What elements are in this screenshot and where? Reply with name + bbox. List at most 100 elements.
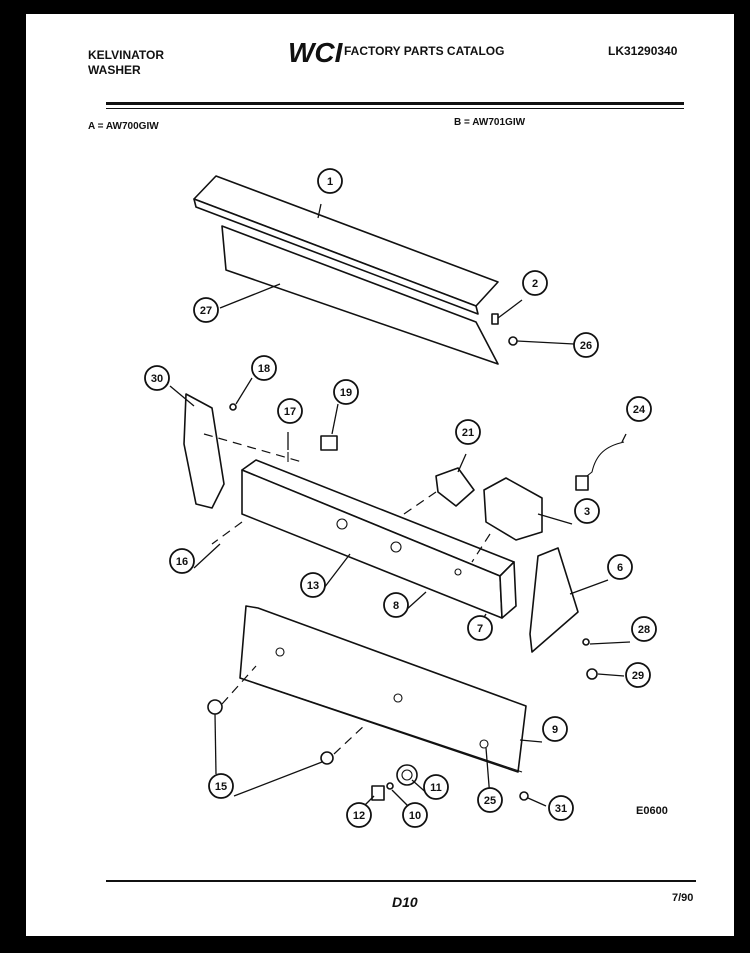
callout-26: 26 <box>573 332 599 358</box>
callout-28-label: 28 <box>638 624 650 636</box>
brand-block: KELVINATOR WASHER <box>88 48 164 78</box>
part-10-spring <box>386 782 394 790</box>
callout-26-label: 26 <box>580 340 592 352</box>
part-15-button-a <box>207 699 223 715</box>
callout-7: 7 <box>467 615 493 641</box>
exploded-parts-diagram: 1 2 26 27 30 18 19 17 21 24 3 16 13 8 7 … <box>144 168 657 828</box>
callout-6: 6 <box>607 554 633 580</box>
part-31-clip <box>519 791 529 801</box>
footer-rule <box>106 880 696 882</box>
appliance-type: WASHER <box>88 63 141 77</box>
catalog-code: LK31290340 <box>608 44 678 58</box>
callout-19: 19 <box>333 379 359 405</box>
catalog-title: FACTORY PARTS CATALOG <box>344 44 505 58</box>
part-1-top-trim-face <box>193 198 479 315</box>
assembly-line-3 <box>471 533 491 563</box>
panel-hole-2 <box>393 693 403 703</box>
callout-15-label: 15 <box>215 781 227 793</box>
leader-19 <box>331 403 339 435</box>
part-24-wire-harness <box>581 441 625 481</box>
part-9-control-panel <box>239 605 527 773</box>
part-12-knob-insert <box>371 785 385 801</box>
leader-2 <box>497 299 523 319</box>
leader-31 <box>527 797 547 807</box>
part-27-back-plate <box>221 225 499 365</box>
part-19-switch <box>320 435 338 451</box>
leader-18 <box>235 377 253 405</box>
part-26-screw <box>508 336 518 346</box>
callout-31-label: 31 <box>555 803 567 815</box>
assembly-line-5 <box>221 665 257 705</box>
callout-12-label: 12 <box>353 810 365 822</box>
leader-24 <box>621 433 627 443</box>
leader-15a <box>214 713 217 775</box>
leader-6 <box>569 579 609 595</box>
callout-19-label: 19 <box>340 387 352 399</box>
part-21-selector-switch <box>435 467 475 507</box>
leader-8 <box>405 591 427 611</box>
callout-17-label: 17 <box>284 406 296 418</box>
wci-logo-text: WCI <box>288 37 344 68</box>
brand-name: KELVINATOR <box>88 48 165 62</box>
callout-10: 10 <box>402 802 428 828</box>
assembly-line-1 <box>203 433 303 463</box>
leader-1 <box>317 203 322 219</box>
callout-18-label: 18 <box>258 363 270 375</box>
leader-26 <box>516 340 575 345</box>
part-28-screw <box>582 638 590 646</box>
callout-8: 8 <box>383 592 409 618</box>
callout-2: 2 <box>522 270 548 296</box>
callout-25: 25 <box>477 787 503 813</box>
header-rule-thin <box>106 108 684 109</box>
leader-16 <box>193 543 221 569</box>
callout-25-label: 25 <box>484 795 496 807</box>
assembly-line-4 <box>211 521 243 545</box>
callout-3: 3 <box>574 498 600 524</box>
part-3-timer <box>483 477 543 541</box>
callout-27-label: 27 <box>200 305 212 317</box>
model-b: B = AW701GIW <box>454 117 526 128</box>
callout-1-label: 1 <box>327 176 333 188</box>
callout-30: 30 <box>144 365 170 391</box>
part-13-console-end <box>499 561 517 619</box>
callout-11: 11 <box>423 774 449 800</box>
panel-hole-1 <box>275 647 285 657</box>
part-9-panel-edge <box>239 677 523 773</box>
callout-1: 1 <box>317 168 343 194</box>
console-hole-3 <box>454 568 462 576</box>
part-6-end-cap <box>529 547 579 653</box>
callout-3-label: 3 <box>584 506 590 518</box>
callout-24-label: 24 <box>633 404 646 416</box>
callout-24: 24 <box>626 396 652 422</box>
assembly-line-6 <box>333 723 367 755</box>
header-rule <box>106 102 684 105</box>
callout-13: 13 <box>300 572 326 598</box>
wci-logo: WCI <box>288 37 344 68</box>
figure-code: E0600 <box>636 805 668 817</box>
page-code: D10 <box>392 894 418 910</box>
part-15-button-b <box>320 751 334 765</box>
callout-15: 15 <box>208 773 234 799</box>
leader-27 <box>219 283 281 309</box>
leader-10 <box>391 789 409 807</box>
part-29-clip <box>586 668 598 680</box>
callout-17: 17 <box>277 398 303 424</box>
catalog-page: KELVINATOR WASHER WCI FACTORY PARTS CATA… <box>26 14 734 936</box>
panel-hole-3 <box>479 739 489 749</box>
callout-31: 31 <box>548 795 574 821</box>
leader-15b <box>233 761 323 797</box>
part-24-plug <box>575 475 589 491</box>
callout-12: 12 <box>346 802 372 828</box>
callout-6-label: 6 <box>617 562 623 574</box>
callout-16-label: 16 <box>176 556 188 568</box>
callout-13-label: 13 <box>307 580 319 592</box>
part-2-clip <box>491 313 499 325</box>
model-a: A = AW700GIW <box>88 121 159 132</box>
leader-3 <box>537 513 573 525</box>
callout-29: 29 <box>625 662 651 688</box>
callout-29-label: 29 <box>632 670 644 682</box>
callout-16: 16 <box>169 548 195 574</box>
callout-7-label: 7 <box>477 623 483 635</box>
callout-30-label: 30 <box>151 373 163 385</box>
callout-27: 27 <box>193 297 219 323</box>
